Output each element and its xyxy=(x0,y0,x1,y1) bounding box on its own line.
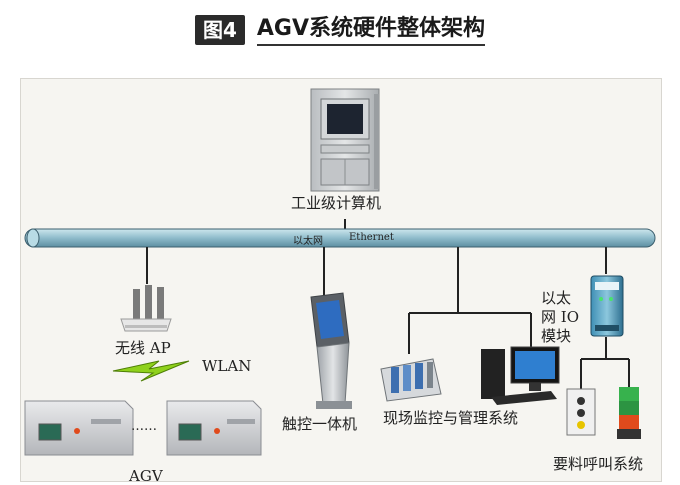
architecture-diagram: 工业级计算机 以太网 Ethernet 无线 AP WLAN 触控一体机 现场监… xyxy=(20,78,662,482)
ethernet-label-en: Ethernet xyxy=(349,232,394,243)
figure-badge: 图4 xyxy=(194,15,245,45)
io-module-label-line3: 模块 xyxy=(541,327,572,345)
touch-kiosk-icon xyxy=(310,292,352,409)
industrial-computer-label: 工业级计算机 xyxy=(291,194,382,212)
figure-title: 图4 AGV系统硬件整体架构 xyxy=(0,0,680,60)
ethernet-label-cn: 以太网 xyxy=(293,236,323,247)
figure-caption: AGV系统硬件整体架构 xyxy=(256,15,486,46)
agv-vehicle-icon xyxy=(24,400,134,456)
desktop-computer-icon xyxy=(481,346,560,405)
diagram-graphics xyxy=(24,88,656,456)
io-module-label-line2: 网 IO xyxy=(541,308,579,326)
wireless-ap-label: 无线 AP xyxy=(115,339,171,357)
ethernet-bus xyxy=(24,228,656,248)
io-module-label-line1: 以太 xyxy=(541,289,572,307)
touch-kiosk-label: 触控一体机 xyxy=(282,415,358,433)
signal-tower-icon xyxy=(617,387,641,439)
plc-rack-icon xyxy=(380,358,442,402)
lightning-bolt-icon xyxy=(112,360,190,382)
agv-vehicle-icon xyxy=(166,400,262,456)
call-button-box-icon xyxy=(566,388,596,436)
call-system-label: 要料呼叫系统 xyxy=(553,455,644,473)
agv-label: AGV xyxy=(129,467,163,482)
monitoring-system-label: 现场监控与管理系统 xyxy=(383,409,519,427)
agv-ellipsis: …… xyxy=(131,419,157,434)
industrial-computer-icon xyxy=(310,88,380,192)
wireless-ap-icon xyxy=(120,285,172,332)
io-module-icon xyxy=(590,275,624,337)
wlan-label: WLAN xyxy=(202,357,252,375)
